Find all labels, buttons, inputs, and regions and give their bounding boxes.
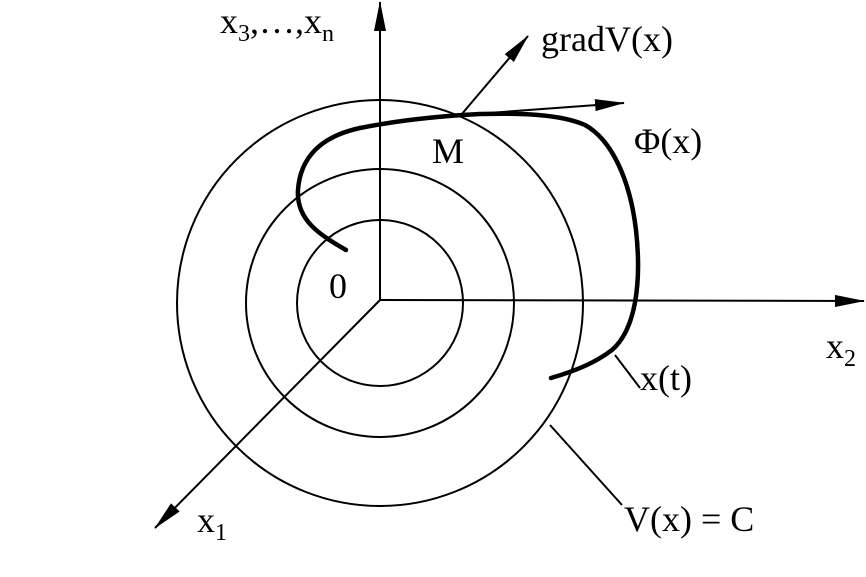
trajectory-leader xyxy=(614,354,641,389)
axis-x1-label: x1 xyxy=(197,500,227,546)
axis-x1-sub: 1 xyxy=(215,520,227,546)
axis-x2 xyxy=(379,294,865,307)
axis-x1 xyxy=(154,299,381,529)
axis-top-label: x3,…,xn xyxy=(220,1,334,47)
level-set-leader xyxy=(549,424,623,506)
axis-top-mid: ,…,x xyxy=(250,1,322,41)
axis-top-sub2: n xyxy=(322,21,334,47)
axis-x2-label: x2 xyxy=(826,326,856,372)
phi-label: Φ(x) xyxy=(634,121,702,161)
trajectory-label: x(t) xyxy=(640,358,692,398)
level-set-label: V(x) = C xyxy=(624,499,754,539)
trajectory-curve xyxy=(295,111,641,381)
axis-top-sub1: 3 xyxy=(238,21,250,47)
axis-top-x: x xyxy=(220,1,238,41)
axis-x1-x: x xyxy=(197,500,215,540)
axis-x2-sub: 2 xyxy=(844,346,856,372)
origin-label: 0 xyxy=(329,266,347,306)
gradient-vector xyxy=(460,35,529,116)
point-m-label: M xyxy=(432,131,464,171)
axis-x2-x: x xyxy=(826,326,844,366)
grad-label: gradV(x) xyxy=(541,19,673,59)
